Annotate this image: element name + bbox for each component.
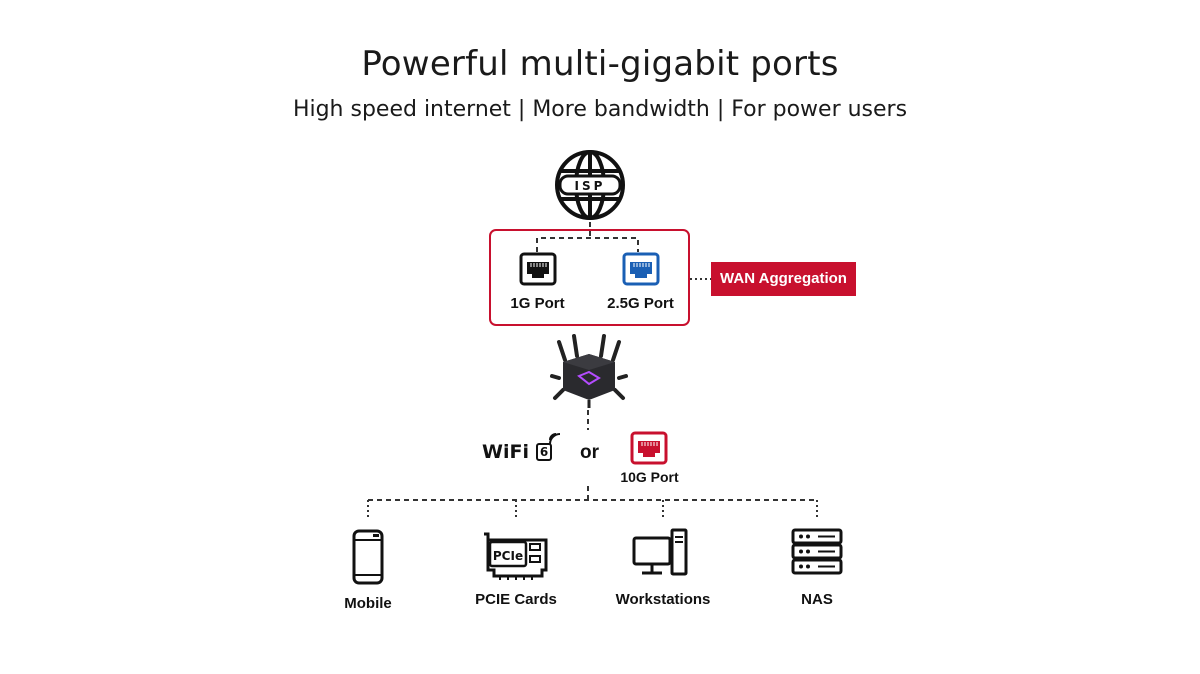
workstation-icon [632,528,688,576]
device-label-workstations: Workstations [615,591,711,608]
or-label: or [580,442,599,463]
pcie-chip-text: PCIe [493,549,523,563]
nas-icon [791,528,843,575]
device-label-pcie: PCIE Cards [475,591,557,608]
wan-ports-box [489,229,690,326]
wan-aggregation-badge: WAN Aggregation [711,262,856,296]
wan-split-connector [536,237,639,252]
wifi-signal-icon [549,433,561,445]
mobile-phone-icon [352,529,384,585]
page-subtitle: High speed internet | More bandwidth | F… [292,97,908,122]
ethernet-port-icon [622,252,660,286]
port-label-2-5g: 2.5G Port [607,295,674,312]
wifi-version-badge: 6 [536,443,552,461]
ethernet-port-icon [630,431,668,465]
page-title: Powerful multi-gigabit ports [361,44,839,84]
device-label-nas: NAS [801,591,833,608]
wifi-label: WiFi [482,441,529,463]
port-label-10g: 10G Port [620,469,679,485]
router-icon [550,334,628,408]
ethernet-port-icon [519,252,557,286]
device-label-mobile: Mobile [344,595,392,612]
port-label-1g: 1G Port [510,295,565,312]
globe-icon: ISP [555,150,625,220]
isp-label: ISP [575,179,606,193]
pcie-card-icon: PCIe [484,532,548,580]
